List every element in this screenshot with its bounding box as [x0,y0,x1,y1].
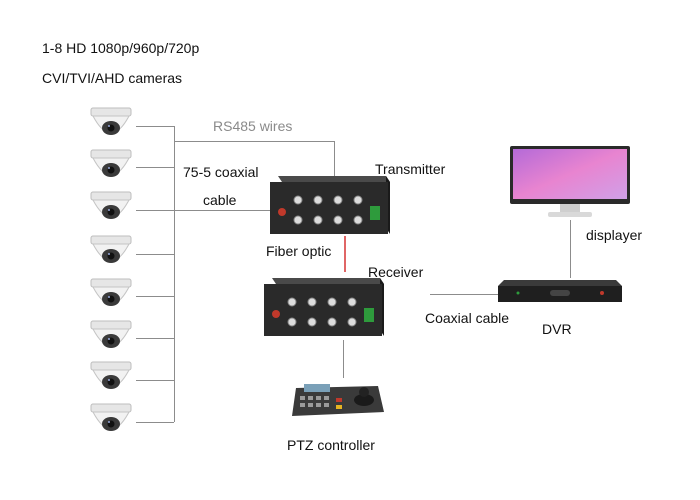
rs485-wire [174,141,335,142]
coax-to-transmitter [174,210,270,211]
rs485-wire-drop [334,141,335,179]
header-line-2: CVI/TVI/AHD cameras [42,70,183,86]
dvr-label: DVR [542,321,572,337]
camera-1-link [136,126,174,127]
header-line-1: 1-8 HD 1080p/960p/720p [42,40,200,56]
ptz-link [343,340,344,378]
coaxial-cable-line [430,294,500,295]
receiver-label: Receiver [368,264,424,280]
camera-3-link [136,210,174,211]
dome-camera-icon [90,278,132,306]
transmitter-label: Transmitter [375,161,446,177]
fiber-optic-line [344,236,346,272]
camera-6 [88,319,134,359]
camera-4-link [136,254,174,255]
receiver-device-icon [264,278,384,336]
coax-label-line2: cable [203,192,237,208]
transmitter-device [268,176,390,238]
ptz-controller [290,378,386,422]
camera-2-link [136,167,174,168]
dome-camera-icon [90,149,132,177]
dvr-monitor-link [570,220,571,278]
rs485-label: RS485 wires [213,118,293,134]
fiber-optic-label: Fiber optic [266,243,332,259]
camera-1 [88,106,134,146]
dome-camera-icon [90,361,132,389]
dvr-device [498,278,622,306]
ptz-keyboard-icon [292,384,384,416]
camera-8-link [136,422,174,423]
camera-2 [88,148,134,188]
camera-3 [88,190,134,230]
camera-5-link [136,296,174,297]
displayer-label: displayer [586,227,643,243]
camera-5 [88,277,134,317]
transmitter-device-icon [270,176,390,234]
camera-4 [88,234,134,274]
coaxial-cable-label: Coaxial cable [425,310,510,326]
camera-7 [88,360,134,400]
receiver-device [262,278,384,340]
camera-bus-line [174,126,175,422]
camera-8 [88,402,134,442]
dome-camera-icon [90,107,132,135]
monitor [508,144,632,220]
ptz-controller-label: PTZ controller [287,437,375,453]
dome-camera-icon [90,235,132,263]
camera-7-link [136,380,174,381]
monitor-icon [510,146,630,217]
dome-camera-icon [90,191,132,219]
dvr-device-icon [498,280,622,302]
coax-label-line1: 75-5 coaxial [183,164,259,180]
dome-camera-icon [90,320,132,348]
camera-6-link [136,338,174,339]
dome-camera-icon [90,403,132,431]
